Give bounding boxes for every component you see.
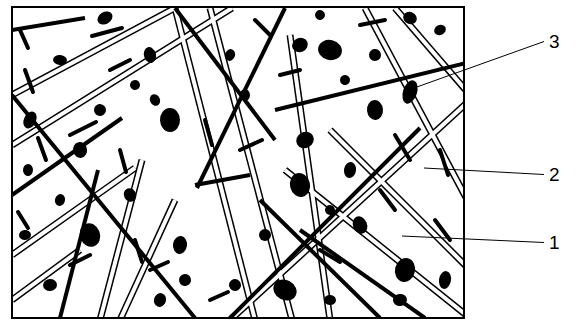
particle: [95, 9, 115, 27]
particle: [369, 49, 382, 62]
particle: [270, 276, 301, 305]
particle: [259, 229, 271, 241]
short-fiber: [135, 240, 142, 262]
particle: [142, 46, 158, 65]
short-fiber: [395, 135, 410, 160]
particle: [178, 273, 193, 288]
particle: [121, 186, 138, 204]
boundary-band-outline: [210, 8, 292, 318]
short-fiber: [440, 150, 448, 175]
particle: [72, 141, 89, 159]
short-fiber: [70, 255, 90, 265]
boundary-band: [230, 100, 464, 318]
leader-line: [424, 168, 544, 175]
particle: [400, 78, 421, 105]
fiber-line: [197, 8, 285, 188]
short-fiber: [18, 212, 28, 228]
fiber-line: [12, 18, 85, 30]
particle: [316, 38, 344, 63]
particle: [223, 48, 237, 63]
particle: [350, 214, 370, 236]
particle: [21, 109, 40, 130]
particle: [152, 291, 168, 308]
callout-number: 2: [548, 165, 561, 184]
boundary-band-outline: [12, 8, 232, 145]
boundary-band: [12, 8, 175, 95]
particle: [52, 54, 67, 66]
fiber-line: [12, 95, 195, 318]
short-fiber: [380, 190, 395, 210]
fiber-line: [175, 8, 275, 140]
particle: [293, 129, 316, 152]
particle: [343, 161, 357, 179]
short-fiber: [150, 262, 168, 270]
short-fiber: [435, 220, 450, 240]
sample-background: [12, 7, 464, 318]
short-fiber: [110, 60, 130, 70]
boundary-band: [175, 8, 255, 318]
particle: [93, 103, 107, 117]
particle: [392, 293, 408, 307]
particle: [160, 108, 181, 133]
short-fiber: [320, 250, 340, 262]
sample-border: [12, 7, 464, 318]
particle: [438, 270, 453, 290]
particle: [432, 23, 447, 37]
boundary-band-outline: [175, 8, 255, 318]
leader-line: [402, 236, 544, 243]
short-fiber: [120, 150, 126, 172]
particle: [76, 220, 103, 249]
short-fiber: [240, 140, 262, 150]
particle: [290, 35, 310, 54]
boundary-band: [365, 8, 464, 205]
fiber-line: [195, 175, 250, 185]
particle: [287, 171, 312, 199]
structure-group: [12, 8, 464, 318]
particle: [240, 89, 250, 101]
short-fiber: [20, 30, 28, 48]
boundary-band-outline: [12, 8, 175, 95]
boundary-band: [210, 8, 292, 318]
fiber-line: [230, 128, 420, 318]
short-fiber: [92, 28, 122, 36]
fiber-line: [260, 200, 380, 318]
leader-group: [402, 42, 544, 243]
particle: [129, 79, 142, 92]
particle: [172, 235, 188, 255]
short-fiber: [25, 70, 33, 92]
boundary-band-outline: [230, 100, 464, 318]
particle: [148, 92, 162, 107]
particle: [366, 99, 384, 120]
short-fiber: [210, 292, 228, 300]
short-fiber: [280, 70, 300, 75]
boundary-band: [100, 160, 142, 318]
particle: [314, 9, 326, 21]
particle: [53, 193, 66, 207]
particle: [324, 294, 337, 305]
particle: [227, 277, 242, 292]
particle: [23, 164, 34, 177]
boundary-band: [12, 8, 232, 145]
leader-line: [414, 42, 544, 89]
short-fiber: [360, 20, 385, 25]
callout-number: 1: [548, 233, 561, 252]
particle: [392, 256, 417, 284]
boundary-band-outline: [100, 160, 142, 318]
particle: [401, 9, 419, 26]
short-fiber: [205, 120, 212, 145]
short-fiber: [38, 138, 46, 160]
particle: [323, 203, 336, 216]
particle: [19, 230, 32, 241]
fiber-line: [12, 118, 122, 195]
particle: [42, 278, 57, 291]
short-fiber: [70, 122, 96, 135]
fiber-line: [300, 230, 425, 318]
callout-number: 3: [548, 32, 561, 51]
particle: [339, 74, 352, 87]
short-fiber: [255, 20, 270, 35]
